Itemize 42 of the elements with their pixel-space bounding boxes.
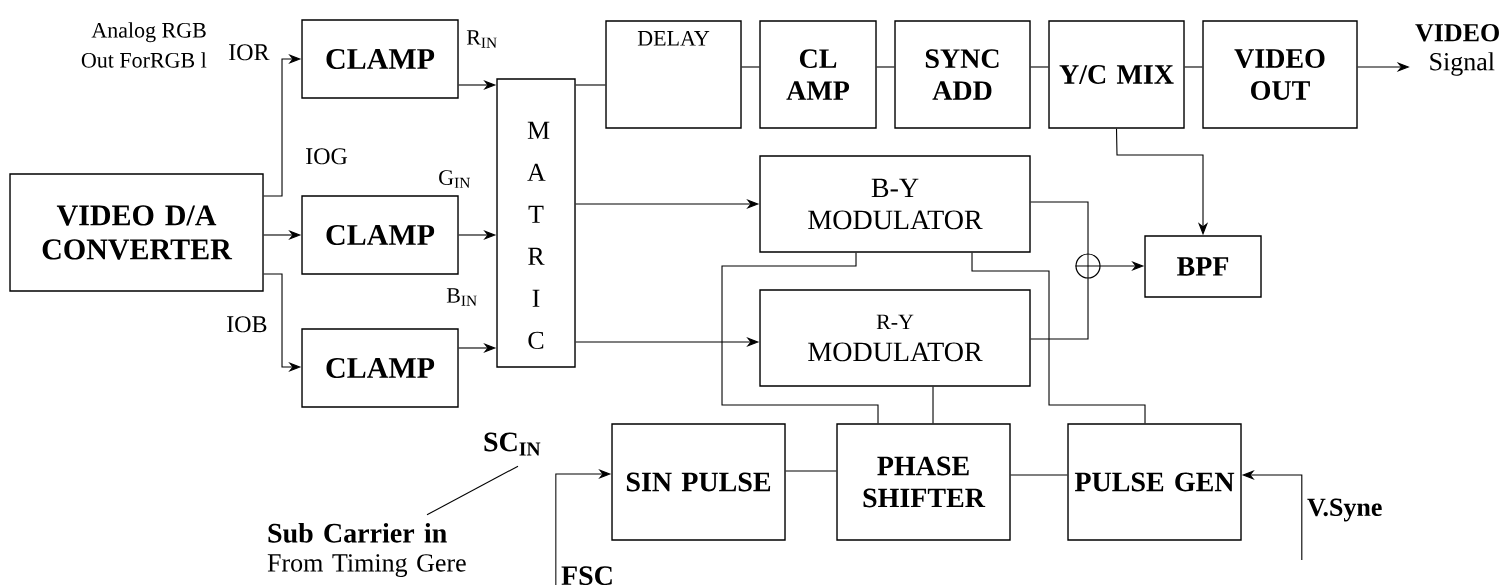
connector-line [1010,474,1068,476]
signal-label: FSC [561,566,612,585]
signal-label: IOB [227,316,267,333]
process-box: SIN PULSE [611,423,786,541]
process-box: Y/C MIX [1048,20,1185,129]
connector-line [1030,66,1049,68]
modulator-box: B-Y MODULATOR [759,155,1031,253]
process-box: VIDEO D/A CONVERTER [9,173,264,292]
signal-label: G$_{IN}$ [439,170,470,188]
connector-line [741,66,760,68]
process-box: SYNC ADD [894,20,1031,129]
signal-label: IOR [229,44,270,61]
process-box: CLAMP [301,328,459,408]
process-box: CLAMP [301,19,459,99]
connector-line [575,84,606,86]
signal-label: IOG [306,148,348,165]
modulator-box: R-Y MODULATOR [759,289,1031,387]
signal-label: R$_{IN}$ [466,30,497,48]
connector-line [971,252,1146,424]
annotation-text: Analog RGB Out ForRGB l [81,22,207,68]
process-box: CL AMP [759,20,877,129]
signal-label: V.Syne [1307,498,1382,522]
leader-line [426,465,519,516]
process-box: CLAMP [301,195,459,275]
signal-label: B$_{IN}$ [446,288,477,306]
output-label: VIDEO Signal [1415,23,1499,76]
process-box: PULSE GEN [1067,423,1242,541]
connector-line [876,66,895,68]
process-box: BPF [1144,235,1262,298]
connector-line [1030,278,1089,340]
process-box: PHASE SHIFTER [836,423,1011,541]
signal-label: SC$_{IN}$ [484,432,541,456]
connector-line [1030,201,1089,254]
connector-line [721,252,879,424]
process-box: VIDEO OUT [1202,20,1358,129]
process-box: DELAY [605,20,742,129]
connector-line [1184,66,1203,68]
connector-line [785,470,837,472]
matrix-box: M A T R I C [496,78,576,368]
summing-junction [1074,252,1102,280]
annotation-text: Sub Carrier in From Timing Gere [267,522,466,577]
connector-line [932,386,934,424]
